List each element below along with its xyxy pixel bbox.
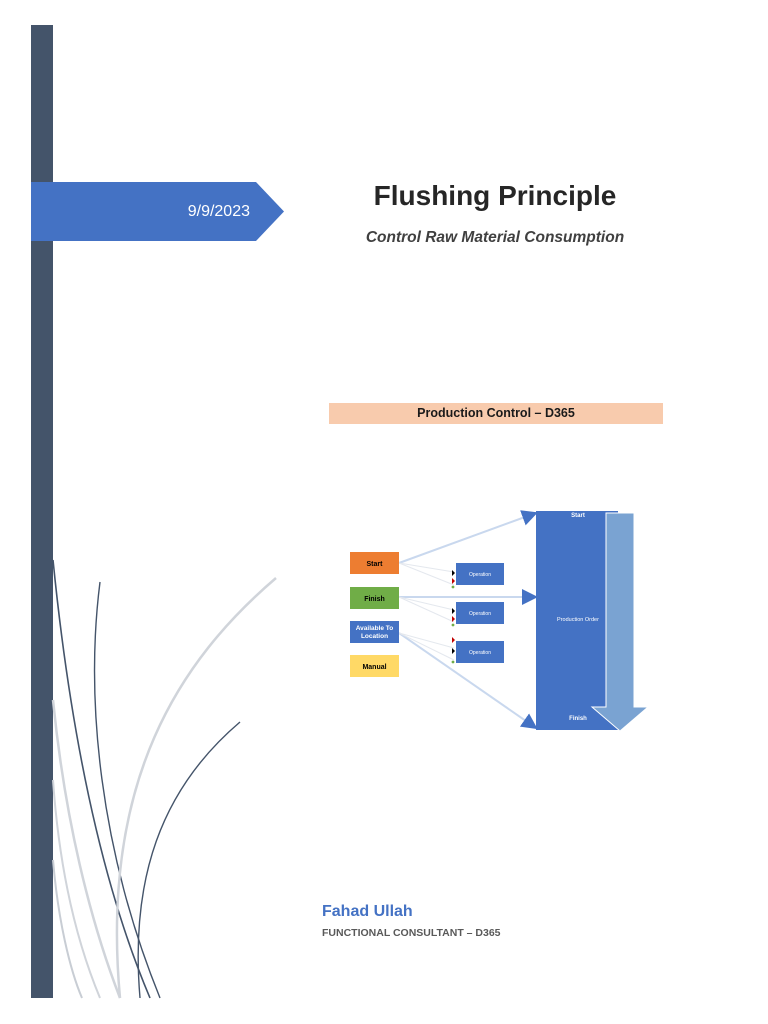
production-order-start-label: Start bbox=[571, 513, 585, 519]
option-start-label: Start bbox=[367, 561, 384, 568]
option-available-label-line1: Available To bbox=[356, 625, 394, 632]
sidebar-stripe bbox=[31, 25, 53, 998]
section-label-bar: Production Control – D365 bbox=[329, 403, 663, 424]
option-finish-label: Finish bbox=[364, 596, 385, 603]
production-order-finish-label: Finish bbox=[569, 716, 587, 722]
option-start-box bbox=[350, 552, 399, 574]
author-name: Fahad Ullah bbox=[322, 903, 413, 920]
option-finish-box bbox=[350, 587, 399, 609]
option-available-box bbox=[350, 621, 399, 643]
date-banner: 9/9/2023 bbox=[31, 182, 284, 241]
operation-box-3 bbox=[456, 641, 504, 663]
fan-lines bbox=[398, 562, 455, 661]
operation-box-1 bbox=[456, 563, 504, 585]
production-order-box bbox=[536, 511, 618, 730]
document-subtitle: Control Raw Material Consumption bbox=[365, 229, 625, 246]
operation-label-1: Operation bbox=[469, 572, 491, 578]
option-available-label-line2: Location bbox=[361, 633, 388, 640]
production-order-label: Production Order bbox=[557, 617, 599, 623]
option-manual-box bbox=[350, 655, 399, 677]
author-role: FUNCTIONAL CONSULTANT – D365 bbox=[322, 927, 501, 939]
cover-date: 9/9/2023 bbox=[187, 203, 250, 220]
operation-label-2: Operation bbox=[469, 611, 491, 617]
connector-available bbox=[398, 632, 538, 730]
banner-shape bbox=[31, 182, 284, 241]
operation-markers bbox=[451, 570, 455, 664]
flow-down-arrow bbox=[590, 512, 650, 732]
document-title: Flushing Principle bbox=[373, 180, 617, 211]
operation-label-3: Operation bbox=[469, 650, 491, 656]
operation-box-2 bbox=[456, 602, 504, 624]
connector-start bbox=[398, 510, 538, 564]
option-manual-label: Manual bbox=[362, 664, 386, 671]
